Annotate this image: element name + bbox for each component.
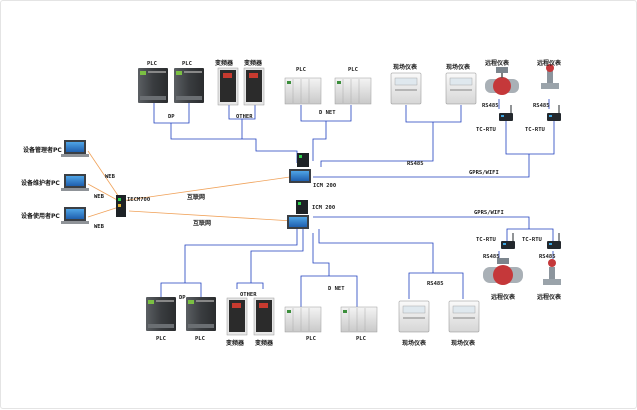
bottom-vfd-2-device	[253, 297, 275, 336]
bottom-rs485-b-label: RS485	[539, 254, 556, 260]
top-tcrtu-1-device	[499, 105, 513, 121]
bottom-tcrtu-2-device	[547, 233, 561, 249]
bottom-tcrtu-a-label: TC-RTU	[476, 237, 497, 243]
left-internet-1-label: 互联网	[187, 193, 205, 201]
bottom-meter-1-label: 现场仪表	[402, 339, 427, 347]
top-plc-2-label: PLC	[182, 61, 192, 67]
top-rs485-b-label: RS485	[533, 103, 550, 109]
top-links	[120, 99, 555, 202]
left-laptop-user	[61, 207, 89, 224]
bottom-plc-4-device	[340, 306, 378, 333]
bottom-rs485-main-label: RS485	[427, 281, 444, 287]
bottom-remote-2-device	[543, 259, 561, 285]
bottom-tcrtu-1-device	[501, 233, 515, 249]
top-remote-2-device	[541, 64, 559, 89]
bottom-icm-device	[287, 200, 309, 229]
top-gprs-label: GPRS/WIFI	[469, 170, 499, 176]
bottom-dp-label: DP	[179, 295, 186, 301]
top-icm-label: ICM 200	[313, 183, 336, 189]
left-pc-manager-label: 设备管理者PC	[23, 146, 62, 154]
left-iecm-label: IECM700	[127, 197, 150, 203]
top-vfd-2-label: 变频器	[244, 59, 263, 67]
left-links	[87, 150, 294, 222]
bottom-tcrtu-b-label: TC-RTU	[522, 237, 543, 243]
top-plc-1-label: PLC	[147, 61, 157, 67]
bottom-vfd-2-label: 变频器	[255, 339, 274, 347]
top-remote-1-label: 远程仪表	[485, 59, 510, 67]
bottom-meter-1-device	[398, 300, 430, 333]
bottom-plc-2-device	[186, 297, 216, 331]
bottom-meter-2-device	[448, 300, 480, 333]
bottom-plc-2-label: PLC	[195, 336, 205, 342]
bottom-plc-3-label: PLC	[306, 336, 316, 342]
left-iecm-device	[116, 195, 126, 217]
top-meter-2-label: 现场仪表	[446, 63, 471, 71]
top-tcrtu-2-device	[547, 105, 561, 121]
left-web-1-label: WEB	[105, 174, 116, 180]
bottom-plc-1-label: PLC	[156, 336, 166, 342]
top-meter-1-label: 现场仪表	[393, 63, 418, 71]
left-pc-user-label: 设备使用者PC	[21, 212, 60, 220]
top-vfd-1-device	[217, 67, 239, 106]
top-vfd-1-label: 变频器	[215, 59, 234, 67]
top-plc-4-device	[334, 77, 372, 105]
top-meter-2-device	[445, 72, 477, 105]
top-plc-1-device	[138, 68, 168, 103]
bottom-other-label: OTHER	[240, 292, 257, 298]
bottom-remote-2-label: 远程仪表	[537, 293, 562, 301]
left-pc-maintainer-label: 设备维护者PC	[21, 179, 60, 187]
top-rs485-main-label: RS485	[407, 161, 424, 167]
bottom-meter-2-label: 现场仪表	[451, 339, 476, 347]
bottom-plc-3-device	[284, 306, 322, 333]
left-web-2-label: WEB	[94, 194, 105, 200]
bottom-vfd-1-label: 变频器	[226, 339, 245, 347]
top-rs485-a-label: RS485	[482, 103, 499, 109]
top-dp-label: DP	[168, 114, 175, 120]
top-icm-device	[289, 153, 311, 183]
top-dnet-label: D NET	[319, 110, 336, 116]
top-plc-3-device	[284, 77, 322, 105]
top-tcrtu-b-label: TC-RTU	[525, 127, 546, 133]
bottom-plc-1-device	[146, 297, 176, 331]
top-remote-2-label: 远程仪表	[537, 59, 562, 67]
left-laptop-maintainer	[61, 174, 89, 191]
bottom-links	[160, 216, 554, 307]
bottom-remote-1-label: 远程仪表	[491, 293, 516, 301]
left-laptop-manager	[61, 140, 89, 157]
top-meter-1-device	[390, 72, 422, 105]
left-web-3-label: WEB	[94, 224, 105, 230]
left-internet-2-label: 互联网	[193, 219, 211, 227]
bottom-icm-label: ICM 200	[312, 205, 335, 211]
bottom-remote-1-device	[483, 258, 523, 285]
top-remote-1-device	[485, 67, 519, 95]
top-vfd-2-device	[243, 67, 265, 106]
bottom-vfd-1-device	[226, 297, 248, 336]
top-tcrtu-a-label: TC-RTU	[476, 127, 497, 133]
bottom-dnet-label: D NET	[328, 286, 345, 292]
top-plc-2-device	[174, 68, 204, 103]
top-plc-4-label: PLC	[348, 67, 358, 73]
top-other-label: OTHER	[236, 114, 253, 120]
top-plc-3-label: PLC	[296, 67, 306, 73]
bottom-plc-4-label: PLC	[356, 336, 366, 342]
bottom-gprs-label: GPRS/WIFI	[474, 210, 504, 216]
bottom-rs485-a-label: RS485	[483, 254, 500, 260]
